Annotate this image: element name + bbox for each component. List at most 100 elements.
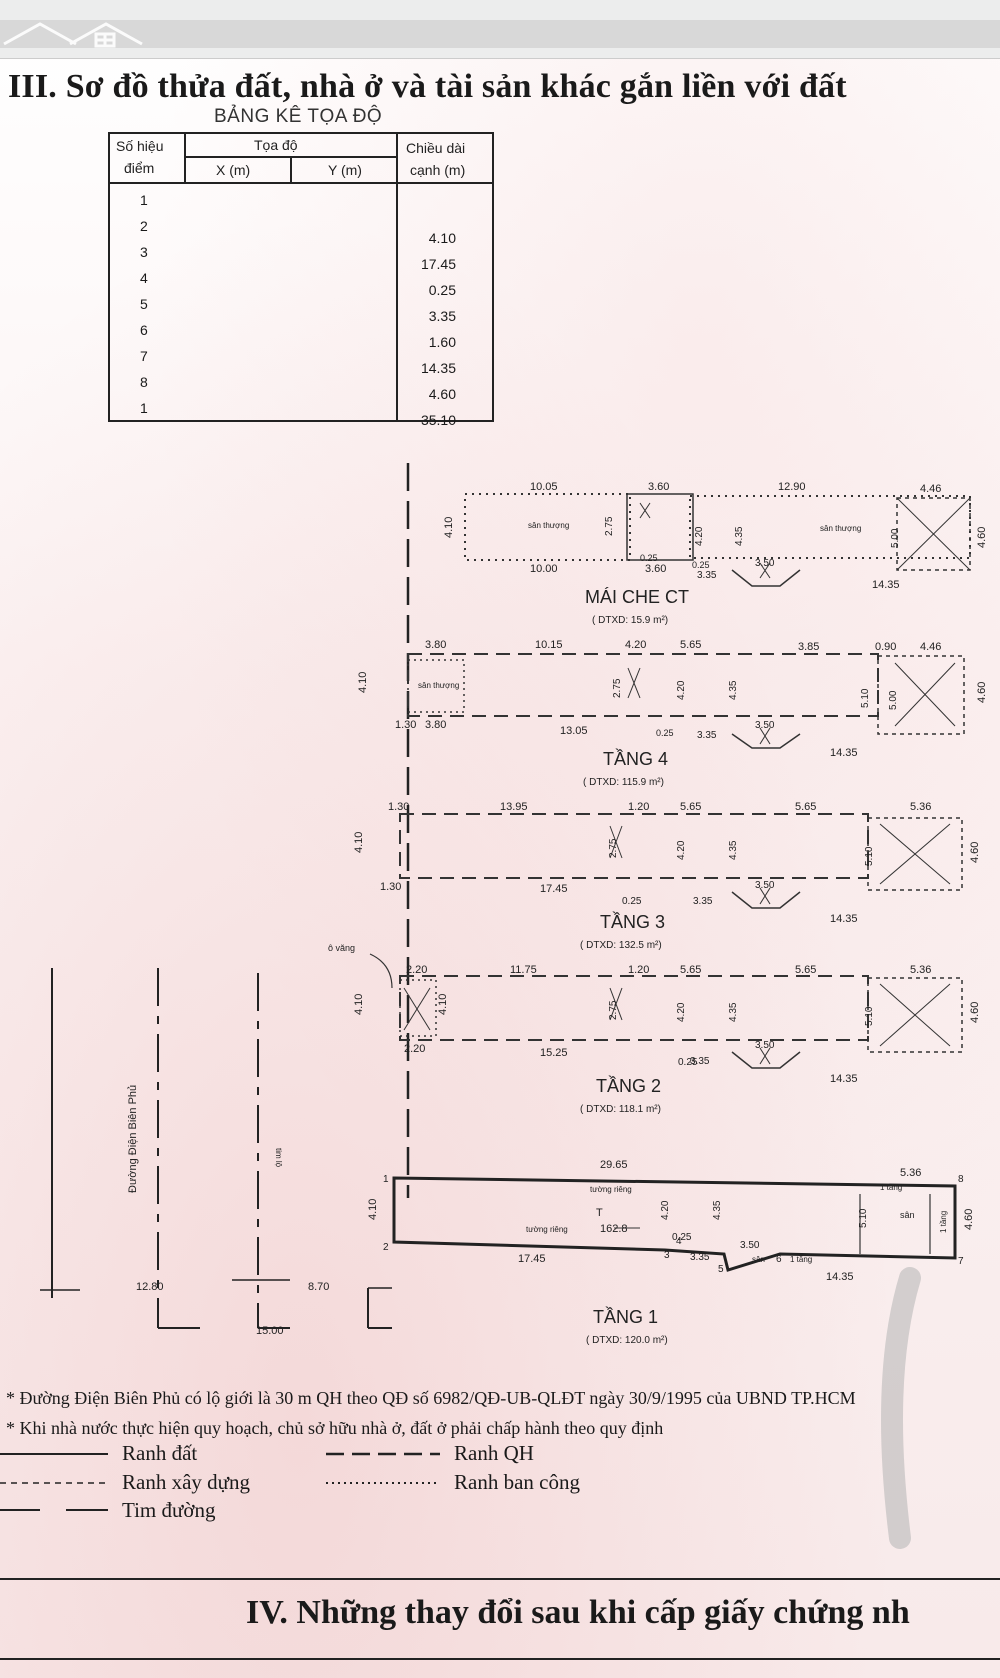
dim-label: 10.05 — [530, 481, 558, 493]
dim-label: 4.10 — [357, 672, 369, 693]
table-divider — [110, 182, 494, 184]
coord-row-length: 4.60 — [428, 386, 456, 402]
dim-label: 10.15 — [535, 639, 563, 651]
point-label: 8 — [958, 1174, 964, 1185]
coord-row-length: 1.60 — [428, 334, 456, 350]
dim-label: 5.36 — [900, 1167, 921, 1179]
dim-label: 14.35 — [826, 1271, 854, 1283]
dim-label: 3.60 — [648, 481, 669, 493]
floor-tang-4 — [407, 653, 965, 749]
section4-title: IV. Những thay đổi sau khi cấp giấy chứn… — [246, 1594, 910, 1631]
point-label: 6 — [776, 1254, 782, 1265]
dim-label: 4.10 — [353, 832, 365, 853]
dim-label: 3.80 — [425, 719, 446, 731]
dim-label: 5.10 — [864, 1006, 875, 1026]
dim-label: 3.35 — [690, 1252, 710, 1263]
room-label: sân — [900, 1210, 915, 1220]
dim-label: 3.50 — [755, 558, 775, 569]
header-coord: Tọa độ — [254, 137, 298, 153]
dim-label: 5.00 — [890, 528, 901, 548]
coord-row-length: 3.35 — [428, 308, 456, 324]
dim-label: 11.75 — [510, 964, 537, 976]
dim-label: 4.35 — [734, 526, 745, 546]
dim-label: 4.60 — [976, 527, 988, 548]
coord-row-length: 14.35 — [420, 360, 456, 376]
dim-label: 4.60 — [963, 1209, 975, 1230]
dim-label: 3.80 — [425, 639, 446, 651]
room-label: sân thượng — [418, 681, 459, 690]
legend-ranh-qh: Ranh QH — [454, 1441, 534, 1465]
floor-name: TẦNG 4 — [603, 748, 668, 769]
dim-label: 14.35 — [830, 913, 858, 925]
point-label: 5 — [718, 1264, 724, 1275]
point-label: 7 — [958, 1256, 964, 1267]
header-point-1: Số hiệu — [116, 138, 164, 154]
dim-label: 0.90 — [875, 641, 896, 653]
dim-label: 12.80 — [136, 1281, 164, 1293]
dim-label: 4.20 — [676, 840, 687, 860]
dim-label: 17.45 — [540, 883, 568, 895]
coord-row-length: 17.45 — [420, 256, 456, 272]
dim-label: 1.20 — [628, 964, 649, 976]
legend-ranh-xay-dung: Ranh xây dựng — [122, 1470, 251, 1494]
floor-tang-2 — [369, 953, 963, 1069]
road-dien-bien-phu — [40, 968, 392, 1329]
dim-label: 2.75 — [608, 1000, 619, 1020]
dim-label: 5.65 — [680, 639, 701, 651]
floor-area: ( DTXD: 115.9 m²) — [583, 777, 664, 788]
dim-label: 3.35 — [690, 1056, 710, 1067]
dim-label: 4.20 — [694, 526, 705, 546]
room-label: ô văng — [328, 943, 355, 953]
header-length-2: cạnh (m) — [410, 162, 466, 178]
dim-label: 1.30 — [380, 881, 401, 893]
point-label: 3 — [664, 1250, 670, 1261]
coord-row-point: 8 — [140, 374, 148, 390]
dim-label: 4.46 — [920, 483, 941, 495]
note-quy-hoach: * Khi nhà nước thực hiện quy hoạch, chủ … — [6, 1418, 664, 1438]
dim-label: 4.10 — [443, 517, 455, 538]
dim-label: 5.36 — [910, 964, 931, 976]
dim-label: 4.35 — [728, 1002, 739, 1022]
room-label: 1 tầng — [880, 1183, 902, 1192]
legend-ranh-ban-cong: Ranh ban công — [454, 1470, 580, 1494]
watermark-swoosh — [881, 1267, 921, 1549]
dim-label: 4.20 — [660, 1200, 671, 1220]
floor-area: ( DTXD: 120.0 m²) — [586, 1335, 668, 1346]
dim-label: 5.36 — [910, 801, 931, 813]
floor-tang-1 — [392, 1176, 957, 1272]
coord-row-point: 1 — [140, 192, 148, 208]
dim-label: 5.10 — [858, 1208, 869, 1228]
dim-label: 5.65 — [795, 964, 816, 976]
dim-label: 4.60 — [969, 1002, 981, 1023]
room-label: T — [596, 1207, 603, 1219]
coord-row-length: 0.25 — [428, 282, 456, 298]
dim-label: 5.65 — [680, 801, 701, 813]
road-name: Đường Điện Biên Phủ — [127, 1085, 139, 1193]
coord-row-point: 3 — [140, 244, 148, 260]
section-divider — [0, 1658, 1000, 1660]
room-label: tường riêng — [526, 1225, 568, 1234]
floor-name: TẦNG 1 — [593, 1306, 658, 1327]
dim-label: 15.00 — [256, 1325, 284, 1337]
dim-label: 1.30 — [388, 801, 409, 813]
room-label: sân thượng — [528, 521, 569, 530]
dim-label: 0.25 — [640, 553, 658, 563]
dim-label: 3.50 — [755, 1040, 775, 1051]
dim-label: 17.45 — [518, 1253, 546, 1265]
dim-label: 4.35 — [712, 1200, 723, 1220]
header-point-2: điểm — [124, 160, 155, 176]
dim-label: 15.25 — [540, 1047, 568, 1059]
coord-row-point: 4 — [140, 270, 148, 286]
dim-label: 5.10 — [864, 846, 875, 866]
legend-tim-duong: Tim đường — [122, 1498, 216, 1522]
section3-title: III. Sơ đồ thửa đất, nhà ở và tài sản kh… — [8, 68, 847, 105]
floor-area: ( DTXD: 132.5 m²) — [580, 940, 662, 951]
floor-name: TẦNG 2 — [596, 1075, 661, 1096]
dim-label: 3.50 — [755, 880, 775, 891]
dim-label: 14.35 — [872, 579, 900, 591]
dim-label: 13.95 — [500, 801, 528, 813]
watermark-house-logo-icon — [3, 22, 143, 48]
floor-name: MÁI CHE CT — [585, 587, 689, 607]
dim-label: 4.10 — [437, 994, 449, 1015]
